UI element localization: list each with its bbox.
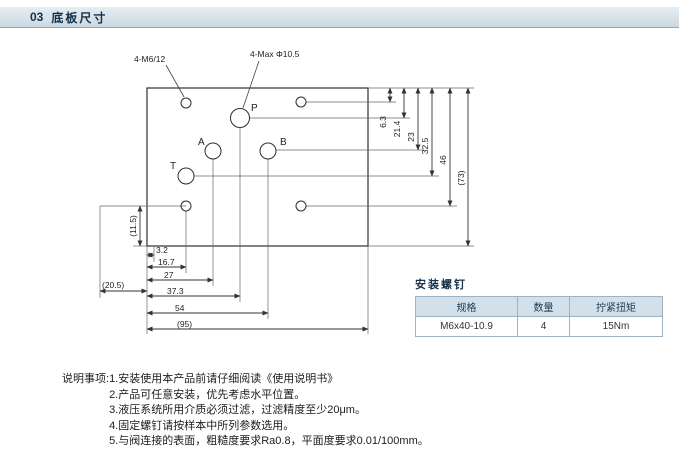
dim-right-0: 6.3 xyxy=(378,116,388,128)
screw-spec-value: M6x40-10.9 xyxy=(415,316,518,337)
screw-table-header-row: 规格 数量 拧紧扭矩 xyxy=(415,296,663,317)
leader-lines xyxy=(165,60,260,109)
notes-label: 说明事项: xyxy=(62,373,110,385)
note-item-4: 4.固定螺钉请按样本中所列参数选用。 xyxy=(109,419,295,432)
mounting-screw-section: 安装螺钉 规格 数量 拧紧扭矩 M6x40-10.9 4 15Nm xyxy=(415,276,663,337)
screw-col-qty: 数量 xyxy=(517,296,570,317)
note-item-5: 5.与阀连接的表面，粗糙度要求Ra0.8，平面度要求0.01/100mm。 xyxy=(109,435,429,447)
annotation-max-drill: 4-Max Φ10.5 xyxy=(250,49,300,59)
note-item-2: 2.产品可任意安装，优先考虑水平位置。 xyxy=(109,388,306,401)
section-number: 03 xyxy=(30,10,44,24)
port-t-label: T xyxy=(170,161,176,172)
port-p-hole xyxy=(230,108,250,128)
dim-offset-left: (20.5) xyxy=(102,280,124,290)
hole-m6-bottom-right xyxy=(295,200,307,212)
dimension-lines xyxy=(99,87,471,332)
page-title: 底板尺寸 xyxy=(51,10,108,25)
dim-right-3: 32.5 xyxy=(420,137,430,154)
note-item-3: 3.液压系统所用介质必须过滤，过滤精度至少20μm。 xyxy=(109,404,366,416)
port-b-hole xyxy=(259,142,277,160)
dim-bottom-0: 3.2 xyxy=(156,245,168,255)
dim-side-left: (11.5) xyxy=(128,215,138,237)
port-p-label: P xyxy=(251,103,258,114)
dim-bottom-1: 16.7 xyxy=(158,257,175,267)
screw-table-row: M6x40-10.9 4 15Nm xyxy=(415,316,663,337)
notes-items: 1.安装使用本产品前请仔细阅读《使用说明书》 2.产品可任意安装，优先考虑水平位… xyxy=(109,372,429,450)
plate-drawing: 4-M6/12 4-Max Φ10.5 P A B T 6.3 21.4 23 … xyxy=(99,49,474,334)
dim-right-4: 46 xyxy=(438,155,448,165)
hole-m6-bottom-left xyxy=(180,200,192,212)
screw-table-title: 安装螺钉 xyxy=(415,279,467,291)
section-header: 03 底板尺寸 xyxy=(0,7,679,28)
screw-table: 规格 数量 拧紧扭矩 M6x40-10.9 4 15Nm xyxy=(415,296,663,337)
screw-col-spec: 规格 xyxy=(415,296,518,317)
dim-bottom-2: 27 xyxy=(164,270,174,280)
dim-bottom-5: (95) xyxy=(177,319,192,329)
port-a-label: A xyxy=(198,137,205,148)
plate-outline xyxy=(146,87,369,247)
screw-torque-value: 15Nm xyxy=(569,316,663,337)
port-t-hole xyxy=(177,167,195,185)
annotation-mount-holes: 4-M6/12 xyxy=(134,54,165,64)
dim-right-5: (73) xyxy=(456,170,466,185)
dim-bottom-3: 37.3 xyxy=(167,286,184,296)
note-item-1: 1.安装使用本产品前请仔细阅读《使用说明书》 xyxy=(109,373,339,385)
dim-right-2: 23 xyxy=(406,132,416,142)
dim-right-1: 21.4 xyxy=(392,120,402,137)
leader-line xyxy=(165,64,185,98)
hole-m6-top-right xyxy=(295,96,307,108)
extension-lines xyxy=(99,87,474,334)
port-a-hole xyxy=(204,142,222,160)
plate-holes xyxy=(177,96,307,212)
screw-qty-value: 4 xyxy=(517,316,570,337)
dim-bottom-4: 54 xyxy=(175,303,185,313)
screw-col-torque: 拧紧扭矩 xyxy=(569,296,663,317)
leader-line xyxy=(242,60,260,109)
port-b-label: B xyxy=(280,137,287,148)
hole-m6-top-left xyxy=(180,97,192,109)
notes-section: 说明事项: 1.安装使用本产品前请仔细阅读《使用说明书》 2.产品可任意安装，优… xyxy=(62,372,429,450)
